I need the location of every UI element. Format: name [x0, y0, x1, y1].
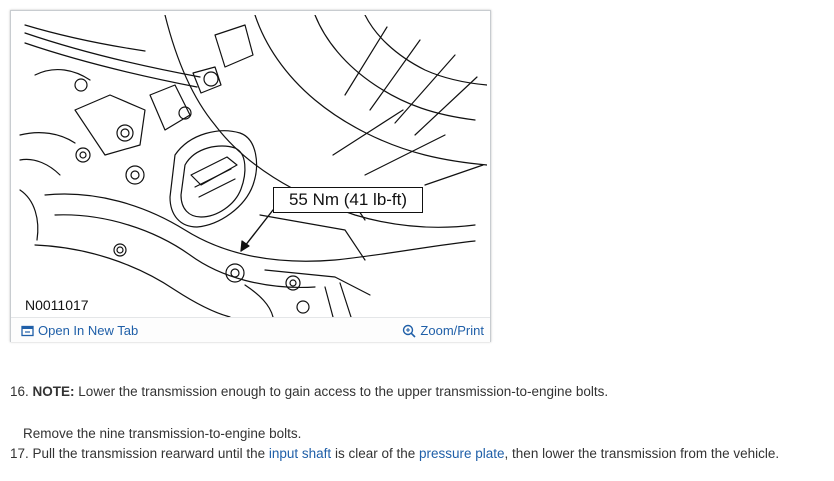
figure-panel: 55 Nm (41 lb-ft) N0011017 Open In New Ta… — [10, 10, 491, 342]
step-16-instruction: Remove the nine transmission-to-engine b… — [23, 426, 302, 441]
pressure-plate-link[interactable]: pressure plate — [418, 446, 505, 461]
open-in-new-tab-label: Open In New Tab — [38, 323, 139, 338]
step-17: 17. Pull the transmission rearward until… — [10, 444, 779, 464]
step-16: 16. NOTE: Lower the transmission enough … — [10, 382, 608, 402]
note-text: Lower the transmission enough to gain ac… — [74, 384, 609, 399]
open-tab-icon — [21, 325, 34, 337]
open-in-new-tab-link[interactable]: Open In New Tab — [21, 323, 138, 338]
zoom-icon — [402, 324, 416, 338]
zoom-print-label: Zoom/Print — [420, 323, 484, 338]
step-text: is clear of the — [331, 446, 419, 461]
figure-id: N0011017 — [23, 297, 91, 313]
figure-toolbar: Open In New Tab Zoom/Print — [11, 317, 490, 342]
step-number: 17. — [10, 446, 29, 461]
transmission-illustration: 55 Nm (41 lb-ft) N0011017 — [15, 15, 487, 317]
input-shaft-link[interactable]: input shaft — [268, 446, 332, 461]
line-drawing — [19, 15, 487, 317]
step-number: 16. — [10, 384, 29, 399]
note-label: NOTE: — [32, 384, 75, 399]
torque-callout: 55 Nm (41 lb-ft) — [273, 187, 423, 213]
zoom-print-link[interactable]: Zoom/Print — [402, 323, 484, 338]
step-text: , then lower the transmission from the v… — [504, 446, 780, 461]
step-text: Pull the transmission rearward until the — [28, 446, 269, 461]
